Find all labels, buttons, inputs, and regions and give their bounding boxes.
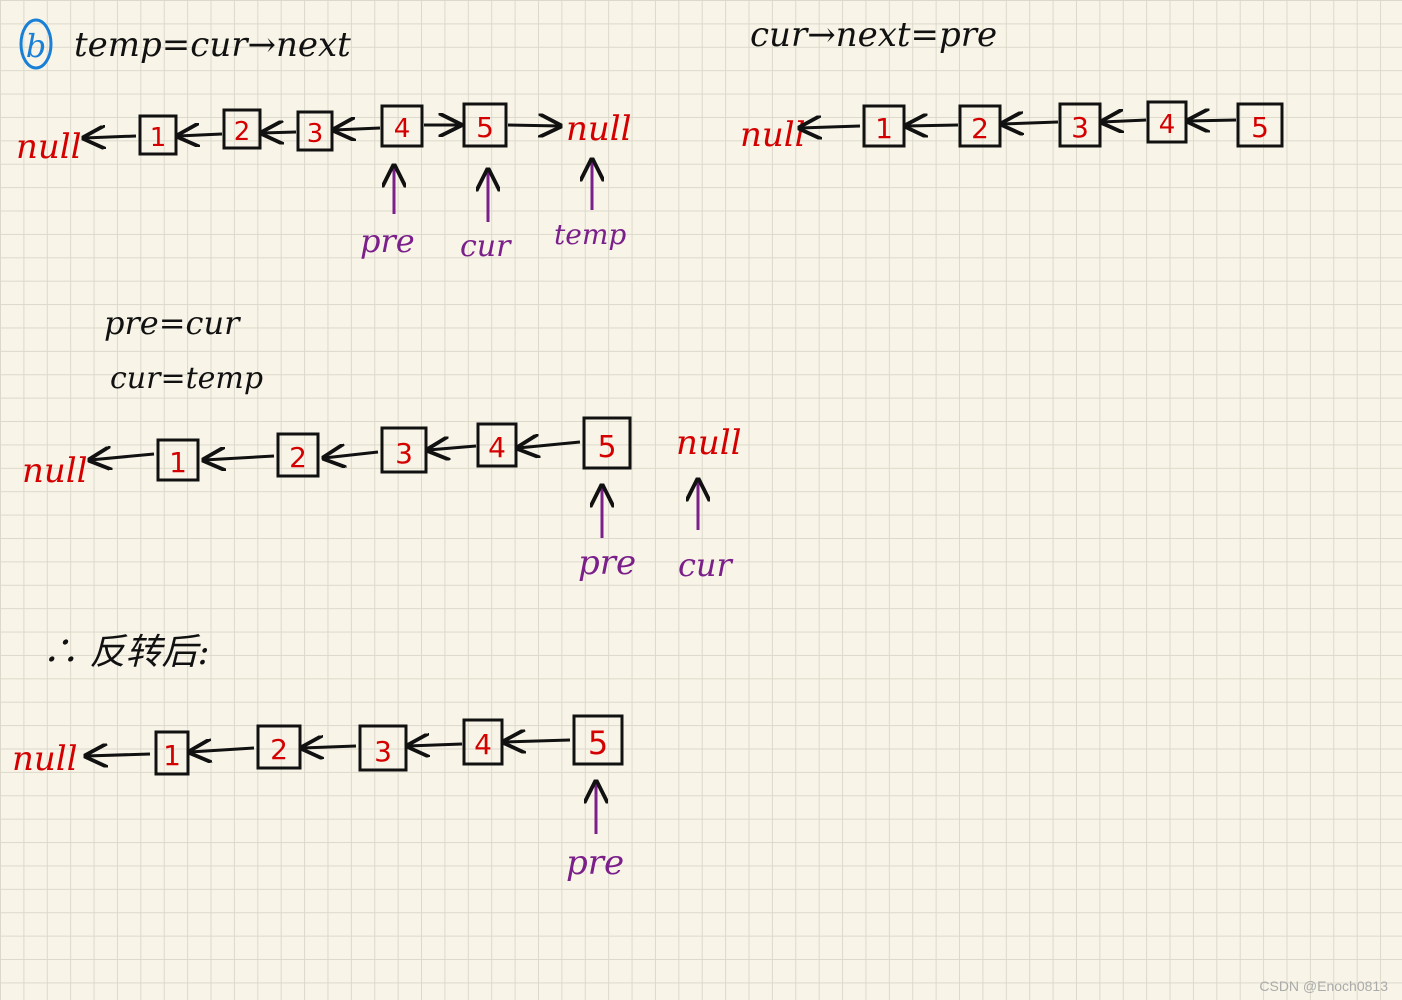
node-1: 1 — [156, 438, 200, 482]
node-3: 3 — [358, 724, 408, 772]
node-value: 5 — [1251, 111, 1269, 144]
link-arrow — [84, 136, 137, 138]
link-arrow — [428, 446, 477, 450]
node-4: 4 — [380, 104, 424, 148]
link-arrow — [1002, 122, 1059, 124]
node-value: 3 — [374, 735, 392, 768]
pointer-label: pre — [578, 543, 636, 583]
list1: null 1 2 3 4 5 null pre cur temp — [16, 102, 632, 264]
node-value: 4 — [488, 431, 506, 464]
node-value: 2 — [270, 733, 288, 766]
node-value: 1 — [150, 123, 167, 153]
node-4: 4 — [462, 718, 504, 766]
pointer-label: pre — [360, 222, 415, 260]
node-value: 3 — [1071, 111, 1089, 144]
link-arrow — [408, 744, 463, 746]
null-left: null — [16, 127, 82, 167]
null-left: null — [740, 115, 806, 155]
node-1: 1 — [138, 114, 178, 156]
step-badge: b — [19, 18, 53, 70]
null-left: null — [12, 739, 78, 779]
node-3: 3 — [380, 426, 428, 474]
node-value: 1 — [163, 739, 181, 772]
node-1: 1 — [862, 104, 906, 148]
caption-cur-next-assign: cur→next=pre — [750, 15, 997, 55]
pointer-temp: temp — [554, 160, 626, 251]
link-arrow — [518, 442, 581, 448]
pointer-cur: cur — [460, 170, 512, 264]
node-2: 2 — [222, 108, 262, 150]
node-value: 2 — [289, 441, 307, 474]
pointer-label: cur — [678, 546, 734, 584]
pointer-label: temp — [554, 218, 626, 251]
node-value: 3 — [307, 119, 324, 149]
node-value: 5 — [588, 724, 608, 762]
link-arrow — [178, 134, 223, 136]
list2: null 1 2 3 4 5 — [740, 100, 1284, 155]
node-value: 5 — [597, 430, 616, 465]
node-2: 2 — [958, 104, 1002, 148]
null-right: null — [676, 423, 742, 463]
node-value: 1 — [875, 112, 893, 145]
node-value: 3 — [395, 437, 413, 470]
node-value: 2 — [234, 117, 251, 147]
link-arrow — [504, 740, 571, 742]
link-arrow — [204, 456, 275, 460]
node-value: 4 — [1159, 110, 1176, 140]
node-value: 1 — [169, 446, 187, 479]
pointer-pre: pre — [578, 486, 636, 583]
node-2: 2 — [256, 724, 302, 770]
link-arrow — [334, 128, 381, 130]
node-3: 3 — [296, 110, 334, 152]
link-arrow — [507, 125, 560, 126]
node-3: 3 — [1058, 102, 1102, 148]
link-arrow — [906, 125, 959, 126]
link-arrow — [302, 746, 357, 748]
list3: null 1 2 3 4 5 null pre cur — [22, 416, 742, 584]
list4: null 1 2 3 4 5 pre — [12, 714, 624, 883]
link-arrow — [1188, 120, 1237, 121]
node-5: 5 — [582, 416, 632, 470]
null-right: null — [566, 109, 632, 149]
link-arrow — [324, 452, 379, 458]
watermark: CSDN @Enoch0813 — [1259, 978, 1388, 994]
node-4: 4 — [476, 422, 518, 468]
node-2: 2 — [276, 432, 320, 478]
node-value: 4 — [394, 114, 411, 144]
link-arrow — [262, 132, 297, 133]
link-arrow — [86, 754, 151, 756]
caption-cur-assign: cur=temp — [110, 361, 263, 396]
node-4: 4 — [1146, 100, 1188, 144]
node-value: 4 — [474, 728, 492, 761]
link-arrow — [1102, 120, 1147, 122]
node-value: 5 — [476, 111, 494, 144]
link-arrow — [800, 126, 861, 128]
pointer-cur: cur — [678, 480, 734, 584]
caption-temp-assign: temp=cur→next — [74, 25, 351, 65]
caption-pre-assign: pre=cur — [104, 304, 241, 342]
link-arrow — [190, 748, 255, 752]
node-5: 5 — [572, 714, 624, 766]
node-1: 1 — [154, 730, 190, 776]
pointer-label: pre — [566, 843, 624, 883]
null-left: null — [22, 451, 88, 491]
pointer-label: cur — [460, 229, 512, 264]
link-arrow — [90, 454, 155, 460]
node-5: 5 — [1236, 102, 1284, 148]
node-value: 2 — [971, 112, 989, 145]
pointer-pre: pre — [566, 782, 624, 883]
caption-result: ∴ 反转后: — [42, 632, 210, 673]
node-5: 5 — [462, 102, 508, 148]
step-badge-label: b — [26, 27, 46, 65]
pointer-pre: pre — [360, 166, 415, 260]
